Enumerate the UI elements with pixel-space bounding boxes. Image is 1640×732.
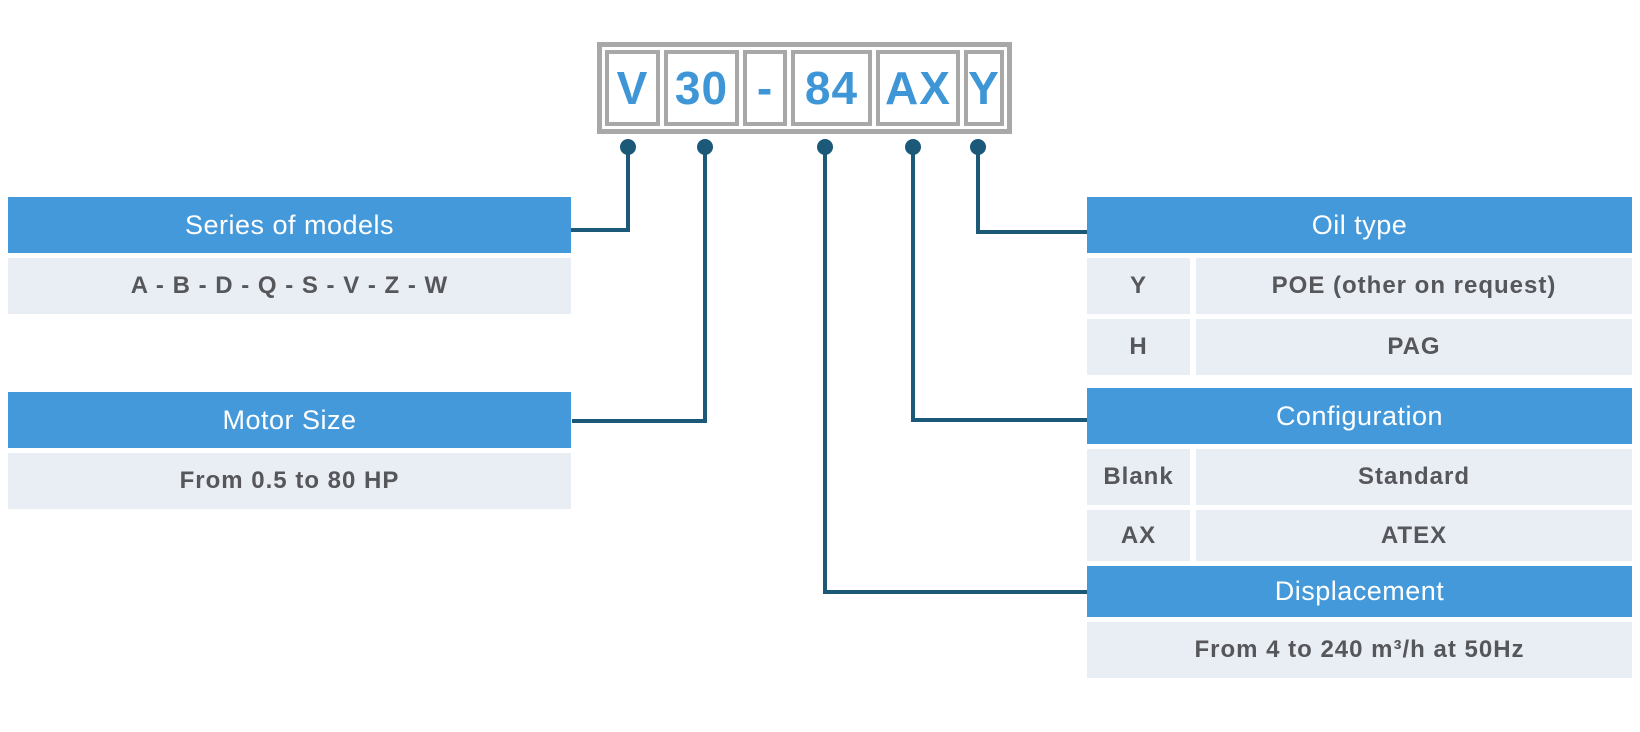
code-segment-oil-type: Y [964,50,1004,126]
connector-line-motor-size-vertical [703,150,707,423]
code-segment-dash: - [743,50,787,126]
configuration-row-value: Standard [1196,449,1632,505]
model-code-box: V 30 - 84 AX Y [597,42,1012,134]
oil-type-table-header: Oil type [1087,197,1632,253]
connector-line-displacement-horizontal [823,590,1087,594]
configuration-row: Blank Standard [1087,449,1632,505]
connector-line-series-horizontal [571,228,630,232]
code-segment-series: V [605,50,660,126]
connector-line-series-vertical [626,150,630,232]
oil-type-row-key: H [1087,319,1190,375]
series-table-value: A - B - D - Q - S - V - Z - W [8,258,571,314]
connector-line-oil-type-vertical [976,150,980,234]
connector-dot-configuration [905,139,921,155]
displacement-table-header: Displacement [1087,566,1632,617]
displacement-table-value: From 4 to 240 m³/h at 50Hz [1087,622,1632,678]
oil-type-row-value: PAG [1196,319,1632,375]
connector-line-oil-type-horizontal [976,230,1087,234]
connector-line-configuration-horizontal [911,418,1087,422]
configuration-row-value: ATEX [1196,510,1632,561]
oil-type-row-value: POE (other on request) [1196,258,1632,314]
configuration-row-key: Blank [1087,449,1190,505]
configuration-row-key: AX [1087,510,1190,561]
oil-type-row: Y POE (other on request) [1087,258,1632,314]
code-segment-motor-size: 30 [664,50,739,126]
connector-dot-displacement [817,139,833,155]
connector-line-displacement-vertical [823,150,827,594]
connector-line-configuration-vertical [911,150,915,422]
oil-type-row-key: Y [1087,258,1190,314]
configuration-table-header: Configuration [1087,388,1632,444]
series-table-header: Series of models [8,197,571,253]
connector-line-motor-size-horizontal [572,419,707,423]
connector-dot-motor-size [697,139,713,155]
connector-dot-oil-type [970,139,986,155]
motor-size-table-value: From 0.5 to 80 HP [8,453,571,509]
code-segment-displacement: 84 [791,50,872,126]
configuration-row: AX ATEX [1087,510,1632,561]
code-segment-configuration: AX [876,50,960,126]
oil-type-row: H PAG [1087,319,1632,375]
connector-dot-series [620,139,636,155]
motor-size-table-header: Motor Size [8,392,571,448]
